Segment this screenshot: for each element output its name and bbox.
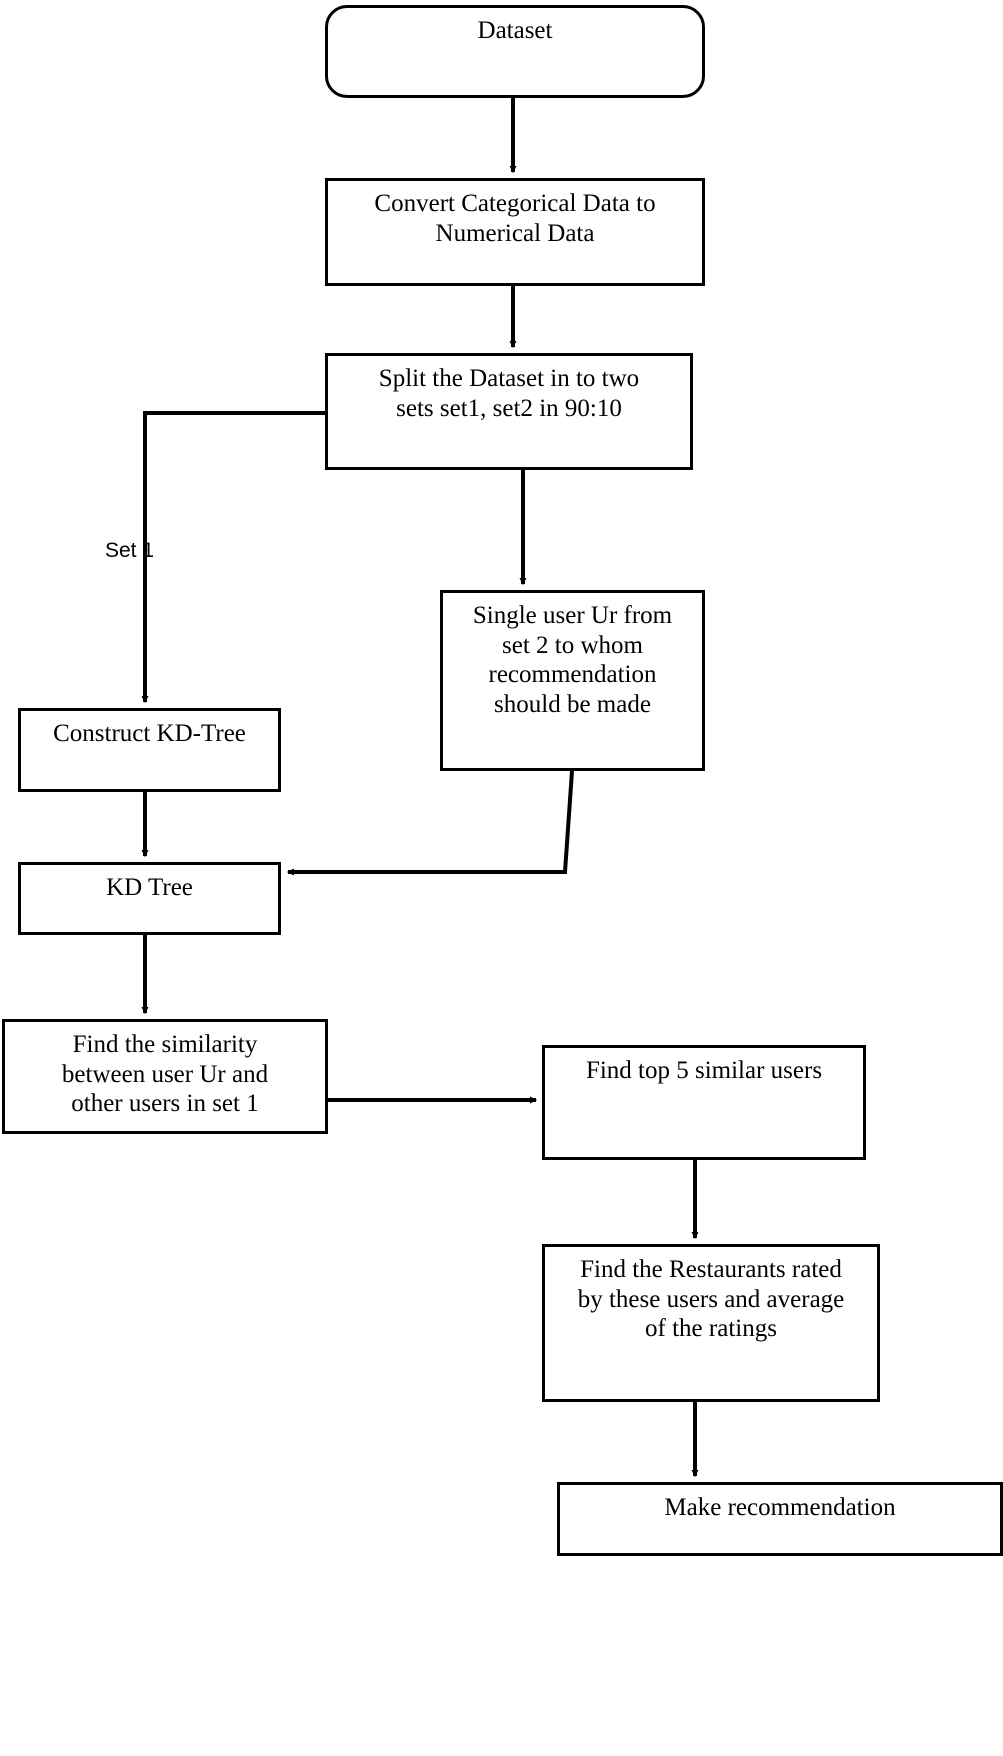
edge-label-set-1: Set 1 <box>105 539 155 562</box>
node-find-similarity[interactable]: Find the similarity between user Ur and … <box>2 1019 328 1134</box>
node-find-top-5-similar-users[interactable]: Find top 5 similar users <box>542 1045 866 1160</box>
node-construct-kd-tree[interactable]: Construct KD-Tree <box>18 708 281 792</box>
edge-single-user-to-kd-tree <box>286 770 574 876</box>
node-single-user-ur[interactable]: Single user Ur from set 2 to whom recomm… <box>440 590 705 771</box>
node-kd-tree[interactable]: KD Tree <box>18 862 281 935</box>
node-dataset[interactable]: Dataset <box>325 5 705 98</box>
node-make-recommendation[interactable]: Make recommendation <box>557 1482 1003 1556</box>
node-convert-categorical-data[interactable]: Convert Categorical Data to Numerical Da… <box>325 178 705 286</box>
edge-split-to-construct-kd <box>143 411 325 585</box>
node-split-dataset[interactable]: Split the Dataset in to two sets set1, s… <box>325 353 693 470</box>
node-find-restaurants-rated[interactable]: Find the Restaurants rated by these user… <box>542 1244 880 1402</box>
